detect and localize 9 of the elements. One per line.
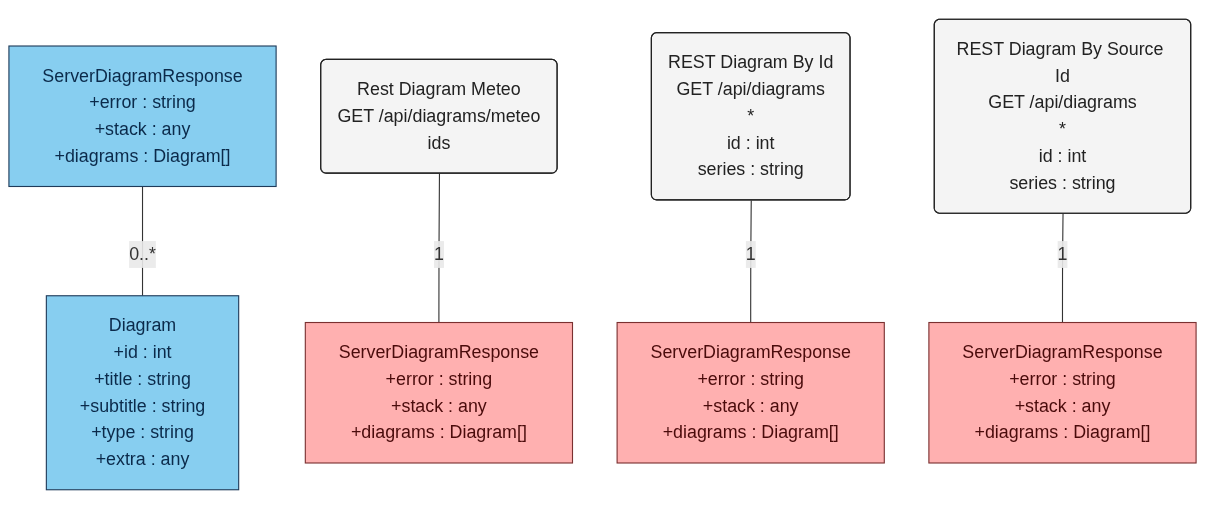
node-box: ServerDiagramResponse +error : string +stack : any +diagrams : Diagram[] <box>616 321 885 464</box>
edge-label: 1 <box>433 244 444 264</box>
node-box: Diagram +id : int +title : string +subtitle : string +type : string +extra : any <box>45 295 240 491</box>
edge-label: 1 <box>1057 244 1068 264</box>
edge-label: 1 <box>745 244 756 264</box>
node-box: ServerDiagramResponse +error : string +stack : any +diagrams : Diagram[] <box>304 321 574 464</box>
node-box: ServerDiagramResponse +error : string +stack : any +diagrams : Diagram[] <box>8 45 277 188</box>
node-box: ServerDiagramResponse +error : string +stack : any +diagrams : Diagram[] <box>928 321 1197 464</box>
edge-label: 0..* <box>129 244 156 264</box>
